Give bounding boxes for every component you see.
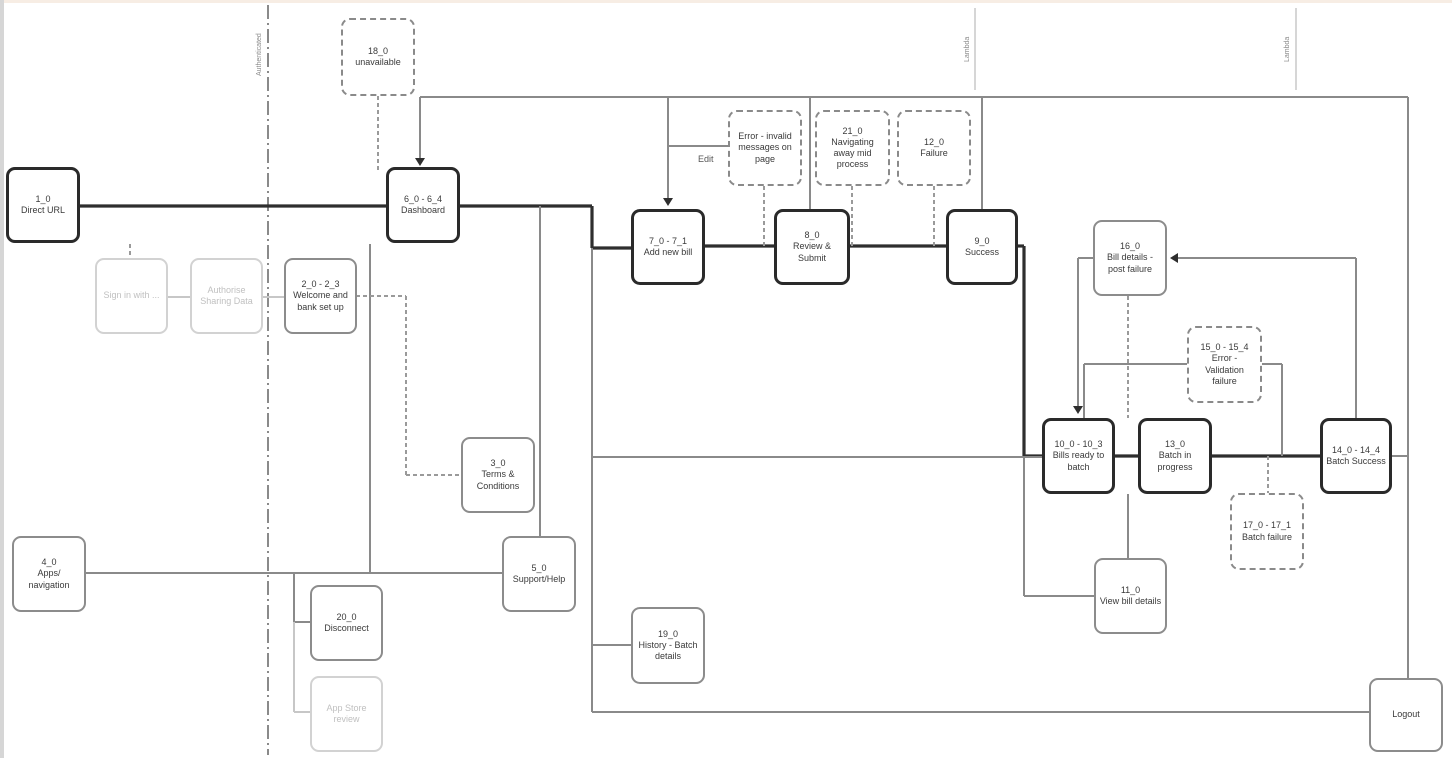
node-id: 9_0 bbox=[974, 235, 990, 246]
node-unavailable[interactable]: 18_0 unavailable bbox=[341, 18, 415, 96]
arrowhead bbox=[1073, 406, 1083, 414]
node-id: 17_0 - 17_1 bbox=[1242, 520, 1292, 531]
node-id: 14_0 - 14_4 bbox=[1331, 444, 1381, 455]
node-id: 8_0 bbox=[804, 230, 820, 241]
node-logout[interactable]: Logout bbox=[1369, 678, 1443, 752]
node-id: 1_0 bbox=[35, 193, 51, 204]
arrowhead bbox=[663, 198, 673, 206]
node-id: 11_0 bbox=[1120, 584, 1141, 595]
node-label: unavailable bbox=[355, 57, 401, 67]
node-support-help[interactable]: 5_0 Support/Help bbox=[502, 536, 576, 612]
edit-label: Edit bbox=[698, 154, 714, 164]
node-id: 6_0 - 6_4 bbox=[403, 193, 443, 204]
node-id: 12_0 bbox=[923, 136, 945, 147]
node-dashboard[interactable]: 6_0 - 6_4 Dashboard bbox=[386, 167, 460, 243]
node-label: Sign in with ... bbox=[103, 290, 160, 301]
node-id: 7_0 - 7_1 bbox=[648, 235, 688, 246]
node-id: 4_0 bbox=[41, 557, 57, 568]
node-label: View bill details bbox=[1099, 596, 1162, 606]
node-view-bill-details[interactable]: 11_0 View bill details bbox=[1094, 558, 1167, 634]
node-label: Error - Validation failure bbox=[1205, 353, 1244, 386]
node-sign-in[interactable]: Sign in with ... bbox=[95, 258, 168, 334]
node-id: 21_0 bbox=[842, 125, 863, 136]
node-label: Support/Help bbox=[512, 574, 566, 584]
node-id: 2_0 - 2_3 bbox=[301, 279, 340, 290]
node-id: 3_0 bbox=[490, 458, 506, 469]
node-navigating-away[interactable]: 21_0 Navigating away mid process bbox=[815, 110, 890, 186]
node-failure[interactable]: 12_0 Failure bbox=[897, 110, 971, 186]
node-authorise-sharing[interactable]: Authorise Sharing Data bbox=[190, 258, 263, 334]
node-id: 20_0 bbox=[336, 611, 357, 622]
lane-label-b: Lambda bbox=[1284, 36, 1291, 62]
node-id: 19_0 bbox=[657, 628, 679, 639]
arrowhead bbox=[1170, 253, 1178, 263]
node-id: 18_0 bbox=[367, 45, 389, 56]
top-band bbox=[0, 0, 1452, 3]
node-error-invalid[interactable]: Error - invalid messages on page bbox=[728, 110, 802, 186]
node-id: 15_0 - 15_4 bbox=[1200, 342, 1249, 352]
node-label: Apps/ navigation bbox=[28, 568, 70, 590]
node-id: 16_0 bbox=[1119, 241, 1141, 252]
node-batch-in-progress[interactable]: 13_0 Batch in progress bbox=[1138, 418, 1212, 494]
node-review-submit[interactable]: 8_0 Review & Submit bbox=[774, 209, 850, 285]
boundary-label: Authenticated bbox=[256, 33, 263, 76]
node-label: Success bbox=[964, 247, 999, 257]
node-batch-failure[interactable]: 17_0 - 17_1 Batch failure bbox=[1230, 493, 1304, 570]
node-label: Bills ready to batch bbox=[1052, 450, 1105, 472]
node-label: Failure bbox=[920, 148, 948, 158]
node-bill-details-post-failure[interactable]: 16_0 Bill details - post failure bbox=[1093, 220, 1167, 296]
node-terms-conditions[interactable]: 3_0 Terms & Conditions bbox=[461, 437, 535, 513]
node-label: Navigating away mid process bbox=[831, 136, 874, 170]
node-id: 13_0 bbox=[1164, 439, 1186, 450]
node-label: Batch Success bbox=[1326, 456, 1386, 466]
node-label: Authorise Sharing Data bbox=[200, 284, 253, 306]
node-bills-ready-to-batch[interactable]: 10_0 - 10_3 Bills ready to batch bbox=[1042, 418, 1115, 494]
node-id: 10_0 - 10_3 bbox=[1054, 439, 1103, 450]
node-label: Error - invalid messages on page bbox=[738, 131, 792, 164]
node-label: Disconnect bbox=[324, 623, 369, 633]
node-validation-failure[interactable]: 15_0 - 15_4 Error - Validation failure bbox=[1187, 326, 1262, 403]
node-label: Terms & Conditions bbox=[476, 469, 520, 491]
arrowhead bbox=[415, 158, 425, 166]
node-label: Welcome and bank set up bbox=[293, 290, 348, 312]
node-label: Direct URL bbox=[20, 205, 65, 215]
node-label: Batch in progress bbox=[1157, 450, 1193, 472]
node-disconnect[interactable]: 20_0 Disconnect bbox=[310, 585, 383, 661]
node-label: Dashboard bbox=[400, 205, 446, 215]
lane-label-a: Lambda bbox=[964, 36, 971, 62]
node-label: Bill details - post failure bbox=[1106, 252, 1153, 274]
node-history-batch-details[interactable]: 19_0 History - Batch details bbox=[631, 607, 705, 684]
node-label: App Store review bbox=[326, 702, 367, 724]
node-label: Logout bbox=[1392, 709, 1420, 720]
node-label: Add new bill bbox=[643, 247, 693, 257]
left-rule bbox=[0, 0, 4, 758]
node-direct-url[interactable]: 1_0 Direct URL bbox=[6, 167, 80, 243]
node-add-new-bill[interactable]: 7_0 - 7_1 Add new bill bbox=[631, 209, 705, 285]
node-label: Review & Submit bbox=[792, 241, 831, 263]
node-id: 5_0 bbox=[531, 562, 547, 573]
node-label: Batch failure bbox=[1241, 531, 1293, 542]
node-apps-navigation[interactable]: 4_0 Apps/ navigation bbox=[12, 536, 86, 612]
node-batch-success[interactable]: 14_0 - 14_4 Batch Success bbox=[1320, 418, 1392, 494]
node-app-store-review[interactable]: App Store review bbox=[310, 676, 383, 752]
node-welcome-bank-setup[interactable]: 2_0 - 2_3 Welcome and bank set up bbox=[284, 258, 357, 334]
node-label: History - Batch details bbox=[638, 639, 698, 662]
node-success[interactable]: 9_0 Success bbox=[946, 209, 1018, 285]
